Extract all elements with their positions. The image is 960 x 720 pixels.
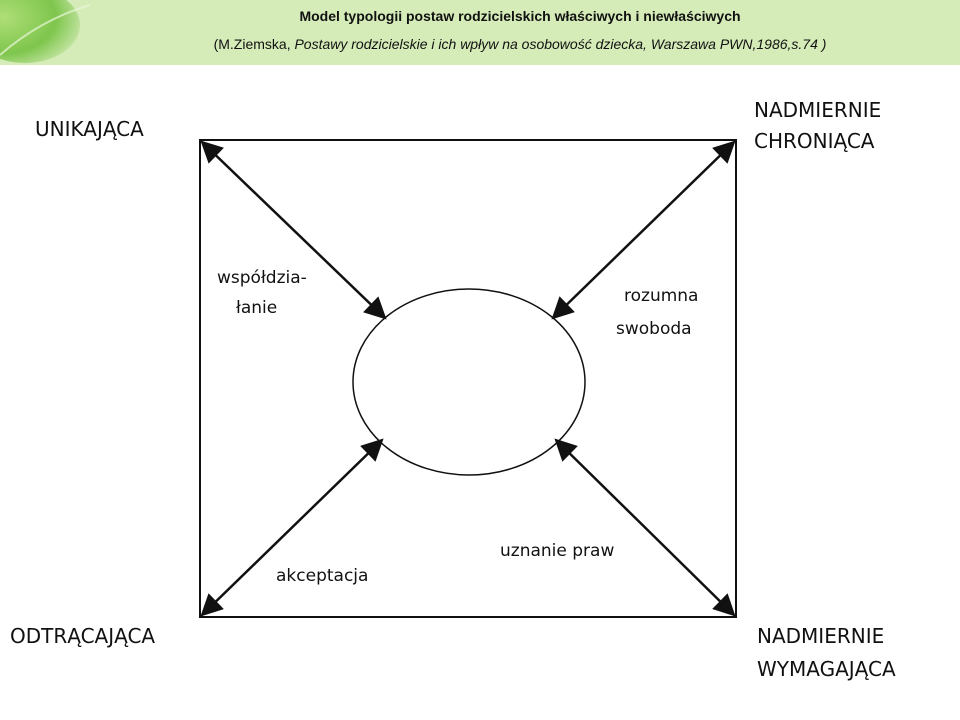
edge-label-top-right-line1: rozumna [624,286,698,306]
edge-label-top-left-line2: łanie [236,298,277,318]
outer-square [199,139,737,618]
source-work: Postawy rodzicielskie i ich wpływ na oso… [294,36,827,52]
leaf-decoration-icon [0,0,90,65]
arrow-top-right [551,140,736,320]
corner-label-bottom-right-line1: NADMIERNIE [757,624,884,648]
source-citation: (M.Ziemska, Postawy rodzicielskie i ich … [90,36,950,52]
edge-label-top-left-line1: współdzia- [217,268,307,288]
source-author: (M.Ziemska, [213,36,295,52]
arrow-bottom-left [200,438,384,617]
arrow-top-left [200,140,387,320]
center-ellipse [352,288,586,476]
edge-label-top-right-line2: swoboda [616,319,692,339]
edge-label-bottom-left: akceptacja [276,566,368,586]
arrow-bottom-right [554,438,736,617]
edge-label-bottom-right: uznanie praw [500,541,614,561]
header-band: Model typologii postaw rodzicielskich wł… [0,0,960,65]
corner-label-top-right-line1: NADMIERNIE [754,98,881,122]
corner-label-bottom-right-line2: WYMAGAJĄCA [757,657,896,681]
corner-label-top-right-line2: CHRONIĄCA [754,129,875,153]
page-title: Model typologii postaw rodzicielskich wł… [299,8,741,24]
corner-label-top-left: UNIKAJĄCA [35,117,144,141]
corner-label-bottom-left: ODTRĄCAJĄCA [10,624,155,648]
